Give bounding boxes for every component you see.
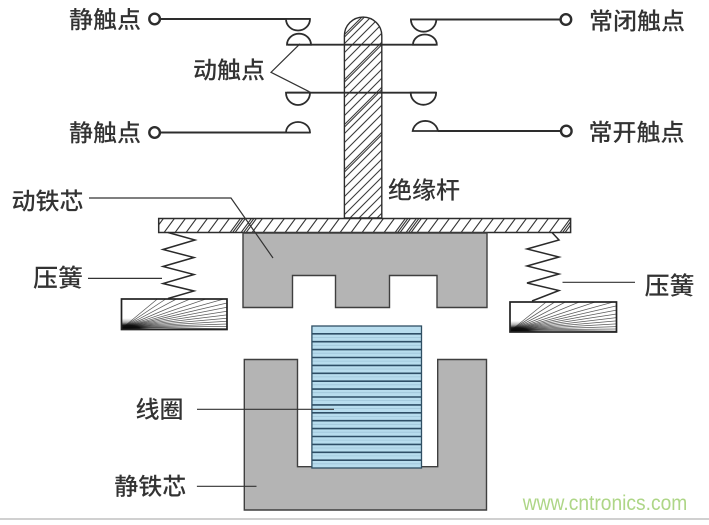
svg-text:www.cntronics.com: www.cntronics.com	[522, 491, 687, 515]
